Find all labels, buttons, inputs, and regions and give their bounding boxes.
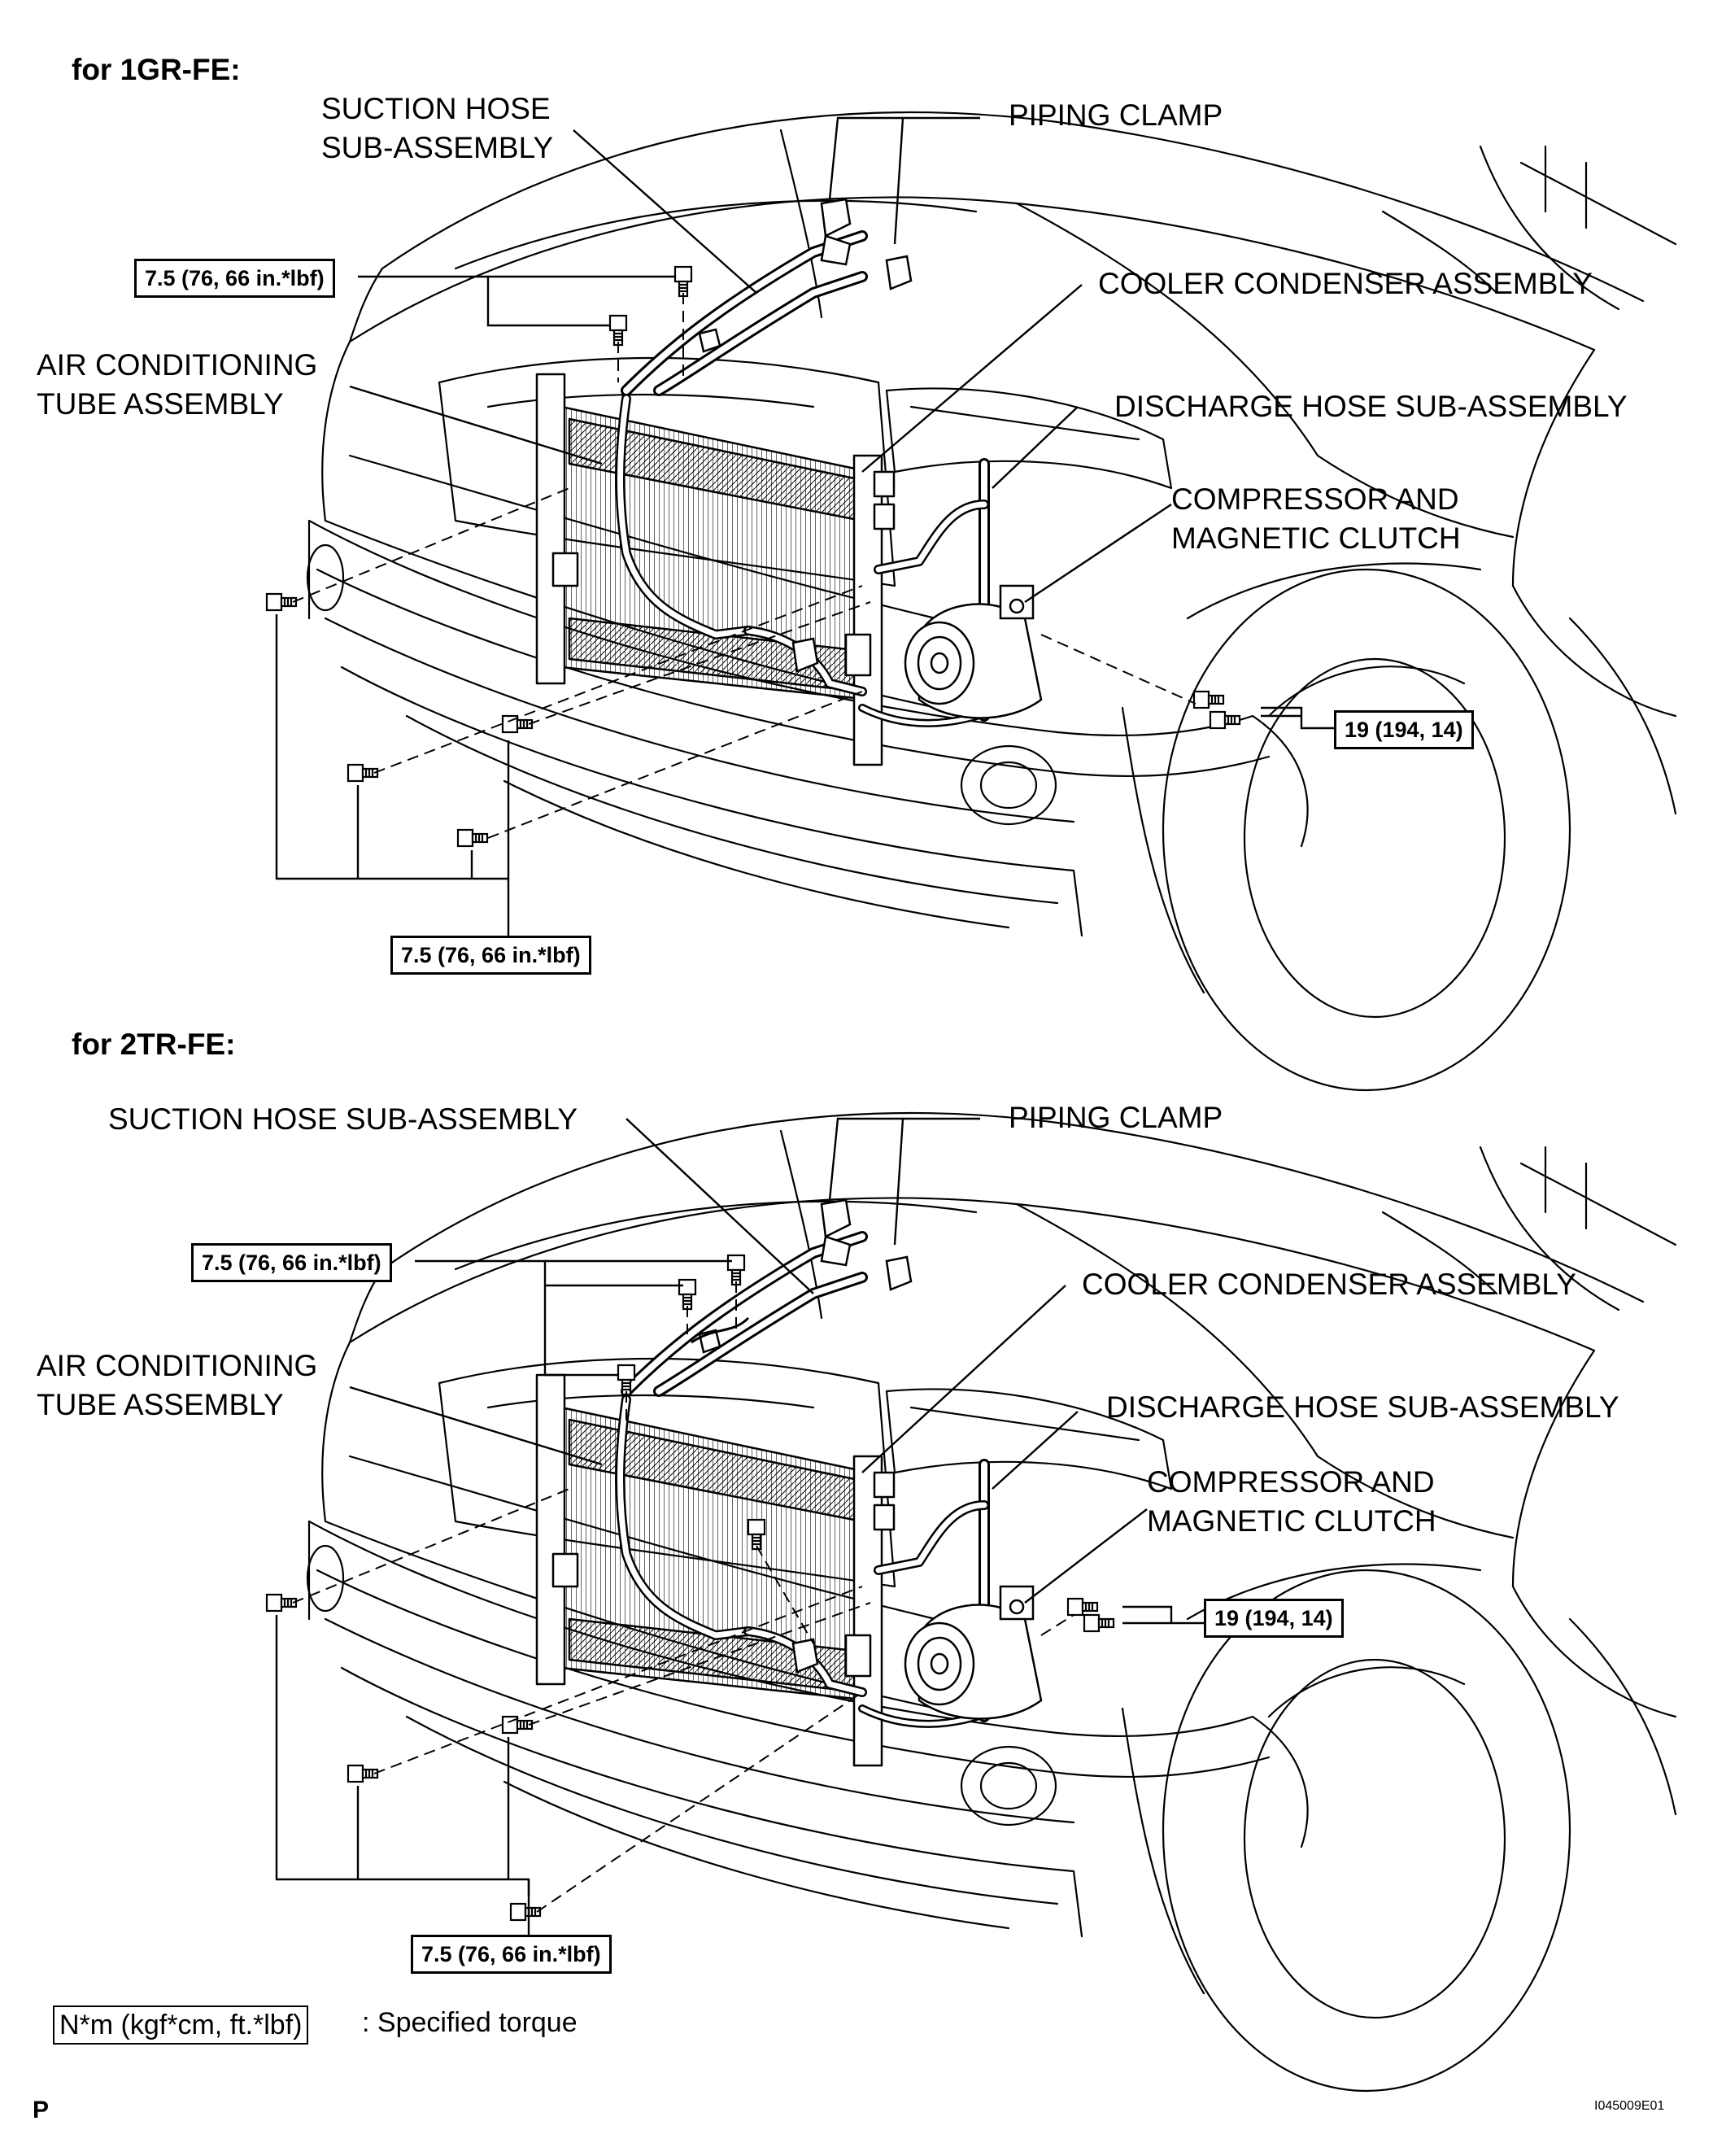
label-suction-hose-line2: SUB-ASSEMBLY — [321, 131, 554, 164]
leader-lines-2tr-fe — [275, 1117, 1204, 1949]
leader-lines-1gr-fe — [275, 116, 1342, 948]
label-air-conditioning-tube-2tr-line1: AIR CONDITIONING — [37, 1349, 318, 1382]
label-air-conditioning-tube-2tr-line2: TUBE ASSEMBLY — [37, 1388, 284, 1421]
figure-id: I045009E01 — [1594, 2099, 1665, 2113]
legend-description: : Specified torque — [362, 2007, 578, 2038]
torque-box-compressor-bolts-1gr-fe: 19 (194, 14) — [1334, 710, 1474, 749]
label-piping-clamp: PIPING CLAMP — [1009, 98, 1223, 132]
label-compressor-line2: MAGNETIC CLUTCH — [1171, 522, 1461, 555]
label-piping-clamp-2tr: PIPING CLAMP — [1009, 1101, 1223, 1134]
label-compressor-line1: COMPRESSOR AND — [1171, 482, 1459, 516]
label-cooler-condenser: COOLER CONDENSER ASSEMBLY — [1098, 267, 1593, 300]
torque-box-compressor-bolts-2tr-fe: 19 (194, 14) — [1204, 1599, 1344, 1638]
legend-unit-box: N*m (kgf*cm, ft.*lbf) — [53, 2005, 309, 2045]
torque-box-upper-bolts-2tr-fe: 7.5 (76, 66 in.*lbf) — [191, 1243, 392, 1282]
torque-box-lower-bolts-1gr-fe: 7.5 (76, 66 in.*lbf) — [390, 936, 591, 975]
label-cooler-condenser-2tr: COOLER CONDENSER ASSEMBLY — [1082, 1268, 1576, 1301]
torque-box-lower-bolts-2tr-fe: 7.5 (76, 66 in.*lbf) — [411, 1935, 612, 1974]
label-suction-hose-line1: SUCTION HOSE — [321, 92, 551, 125]
label-discharge-hose-2tr: DISCHARGE HOSE SUB-ASSEMBLY — [1106, 1390, 1619, 1424]
label-suction-hose-2tr: SUCTION HOSE SUB-ASSEMBLY — [108, 1102, 578, 1136]
footer-left-code: P — [33, 2097, 50, 2123]
section-heading-2tr-fe: for 2TR-FE: — [72, 1028, 236, 1061]
label-air-conditioning-tube-line1: AIR CONDITIONING — [37, 348, 318, 382]
label-discharge-hose: DISCHARGE HOSE SUB-ASSEMBLY — [1114, 390, 1628, 423]
label-compressor-2tr-line2: MAGNETIC CLUTCH — [1147, 1504, 1436, 1538]
label-air-conditioning-tube-line2: TUBE ASSEMBLY — [37, 387, 284, 421]
label-compressor-2tr-line1: COMPRESSOR AND — [1147, 1465, 1435, 1499]
section-heading-1gr-fe: for 1GR-FE: — [72, 53, 241, 86]
torque-box-upper-bolts-1gr-fe: 7.5 (76, 66 in.*lbf) — [134, 259, 335, 298]
